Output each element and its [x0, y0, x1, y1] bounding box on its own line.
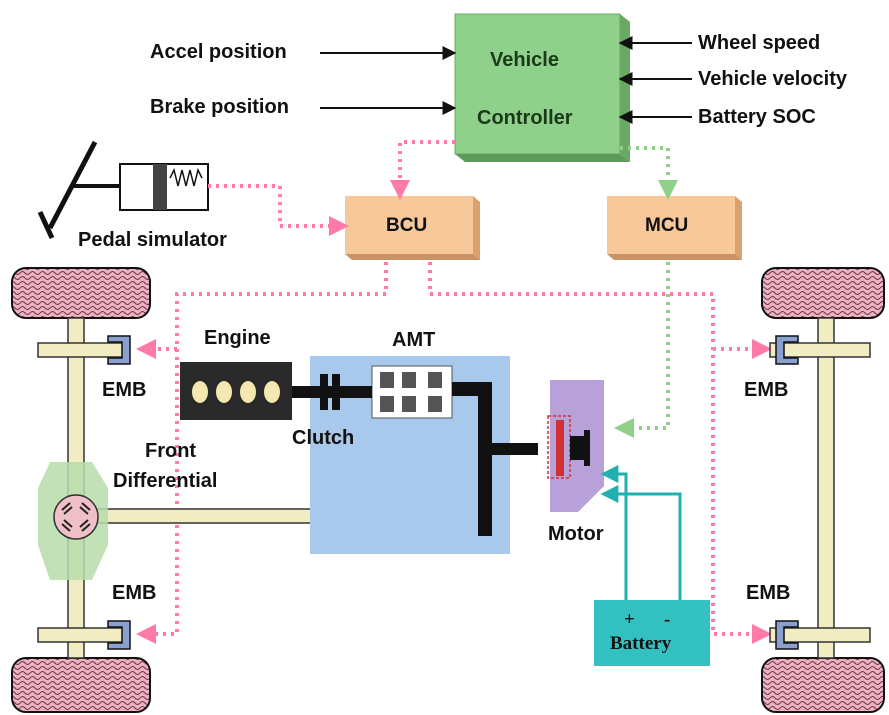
emb-rear-bottom-label: EMB [746, 582, 791, 604]
pedal-simulator [37, 140, 209, 240]
wheel-speed-label: Wheel speed [698, 32, 821, 54]
tire-front-left-bottom [11, 657, 151, 713]
bcu-label: BCU [386, 215, 428, 236]
motor-signal-lines [614, 146, 678, 438]
motor-label: Motor [548, 523, 604, 545]
front-differential-label-line1: Front [145, 440, 197, 462]
amt-label: AMT [392, 329, 436, 351]
vehicle-velocity-label: Vehicle velocity [698, 68, 847, 90]
engine-block [180, 362, 292, 420]
output-shaft [452, 382, 492, 536]
vehicle-controller-line2: Controller [477, 107, 573, 129]
amt-gearbox [371, 365, 453, 419]
emb-front-bottom [107, 620, 131, 650]
tire-rear-right-top [761, 267, 885, 319]
battery-box [594, 600, 710, 666]
emb-rear-top [775, 335, 799, 365]
pedal-simulator-label: Pedal simulator [78, 229, 227, 251]
motor [547, 380, 604, 512]
engine-label: Engine [204, 327, 271, 349]
battery-wires [600, 465, 682, 600]
brake-position-label: Brake position [150, 96, 289, 118]
vehicle-controller-box [454, 13, 630, 162]
mcu-label: MCU [645, 215, 689, 236]
shaft-to-motor [492, 443, 538, 455]
brake-signal-lines [136, 140, 772, 644]
battery-soc-label: Battery SOC [698, 106, 816, 128]
tire-front-left-top [11, 267, 151, 319]
emb-front-top-label: EMB [102, 379, 147, 401]
vehicle-controller-line1: Vehicle [490, 49, 559, 71]
battery-plus-label: + [624, 609, 635, 630]
rear-axle [769, 317, 871, 659]
mcu-box [607, 196, 742, 260]
emb-front-top [107, 335, 131, 365]
emb-rear-top-label: EMB [744, 379, 789, 401]
front-differential [38, 462, 108, 580]
emb-front-bottom-label: EMB [112, 582, 157, 604]
tire-rear-right-bottom [761, 657, 885, 713]
clutch-label: Clutch [292, 427, 355, 449]
clutch [292, 374, 372, 410]
battery-minus-label: - [664, 609, 671, 630]
battery-label: Battery [610, 633, 672, 654]
front-differential-label-line2: Differential [113, 470, 218, 492]
bcu-box [345, 196, 480, 260]
accel-position-label: Accel position [150, 41, 287, 63]
emb-rear-bottom [775, 620, 799, 650]
